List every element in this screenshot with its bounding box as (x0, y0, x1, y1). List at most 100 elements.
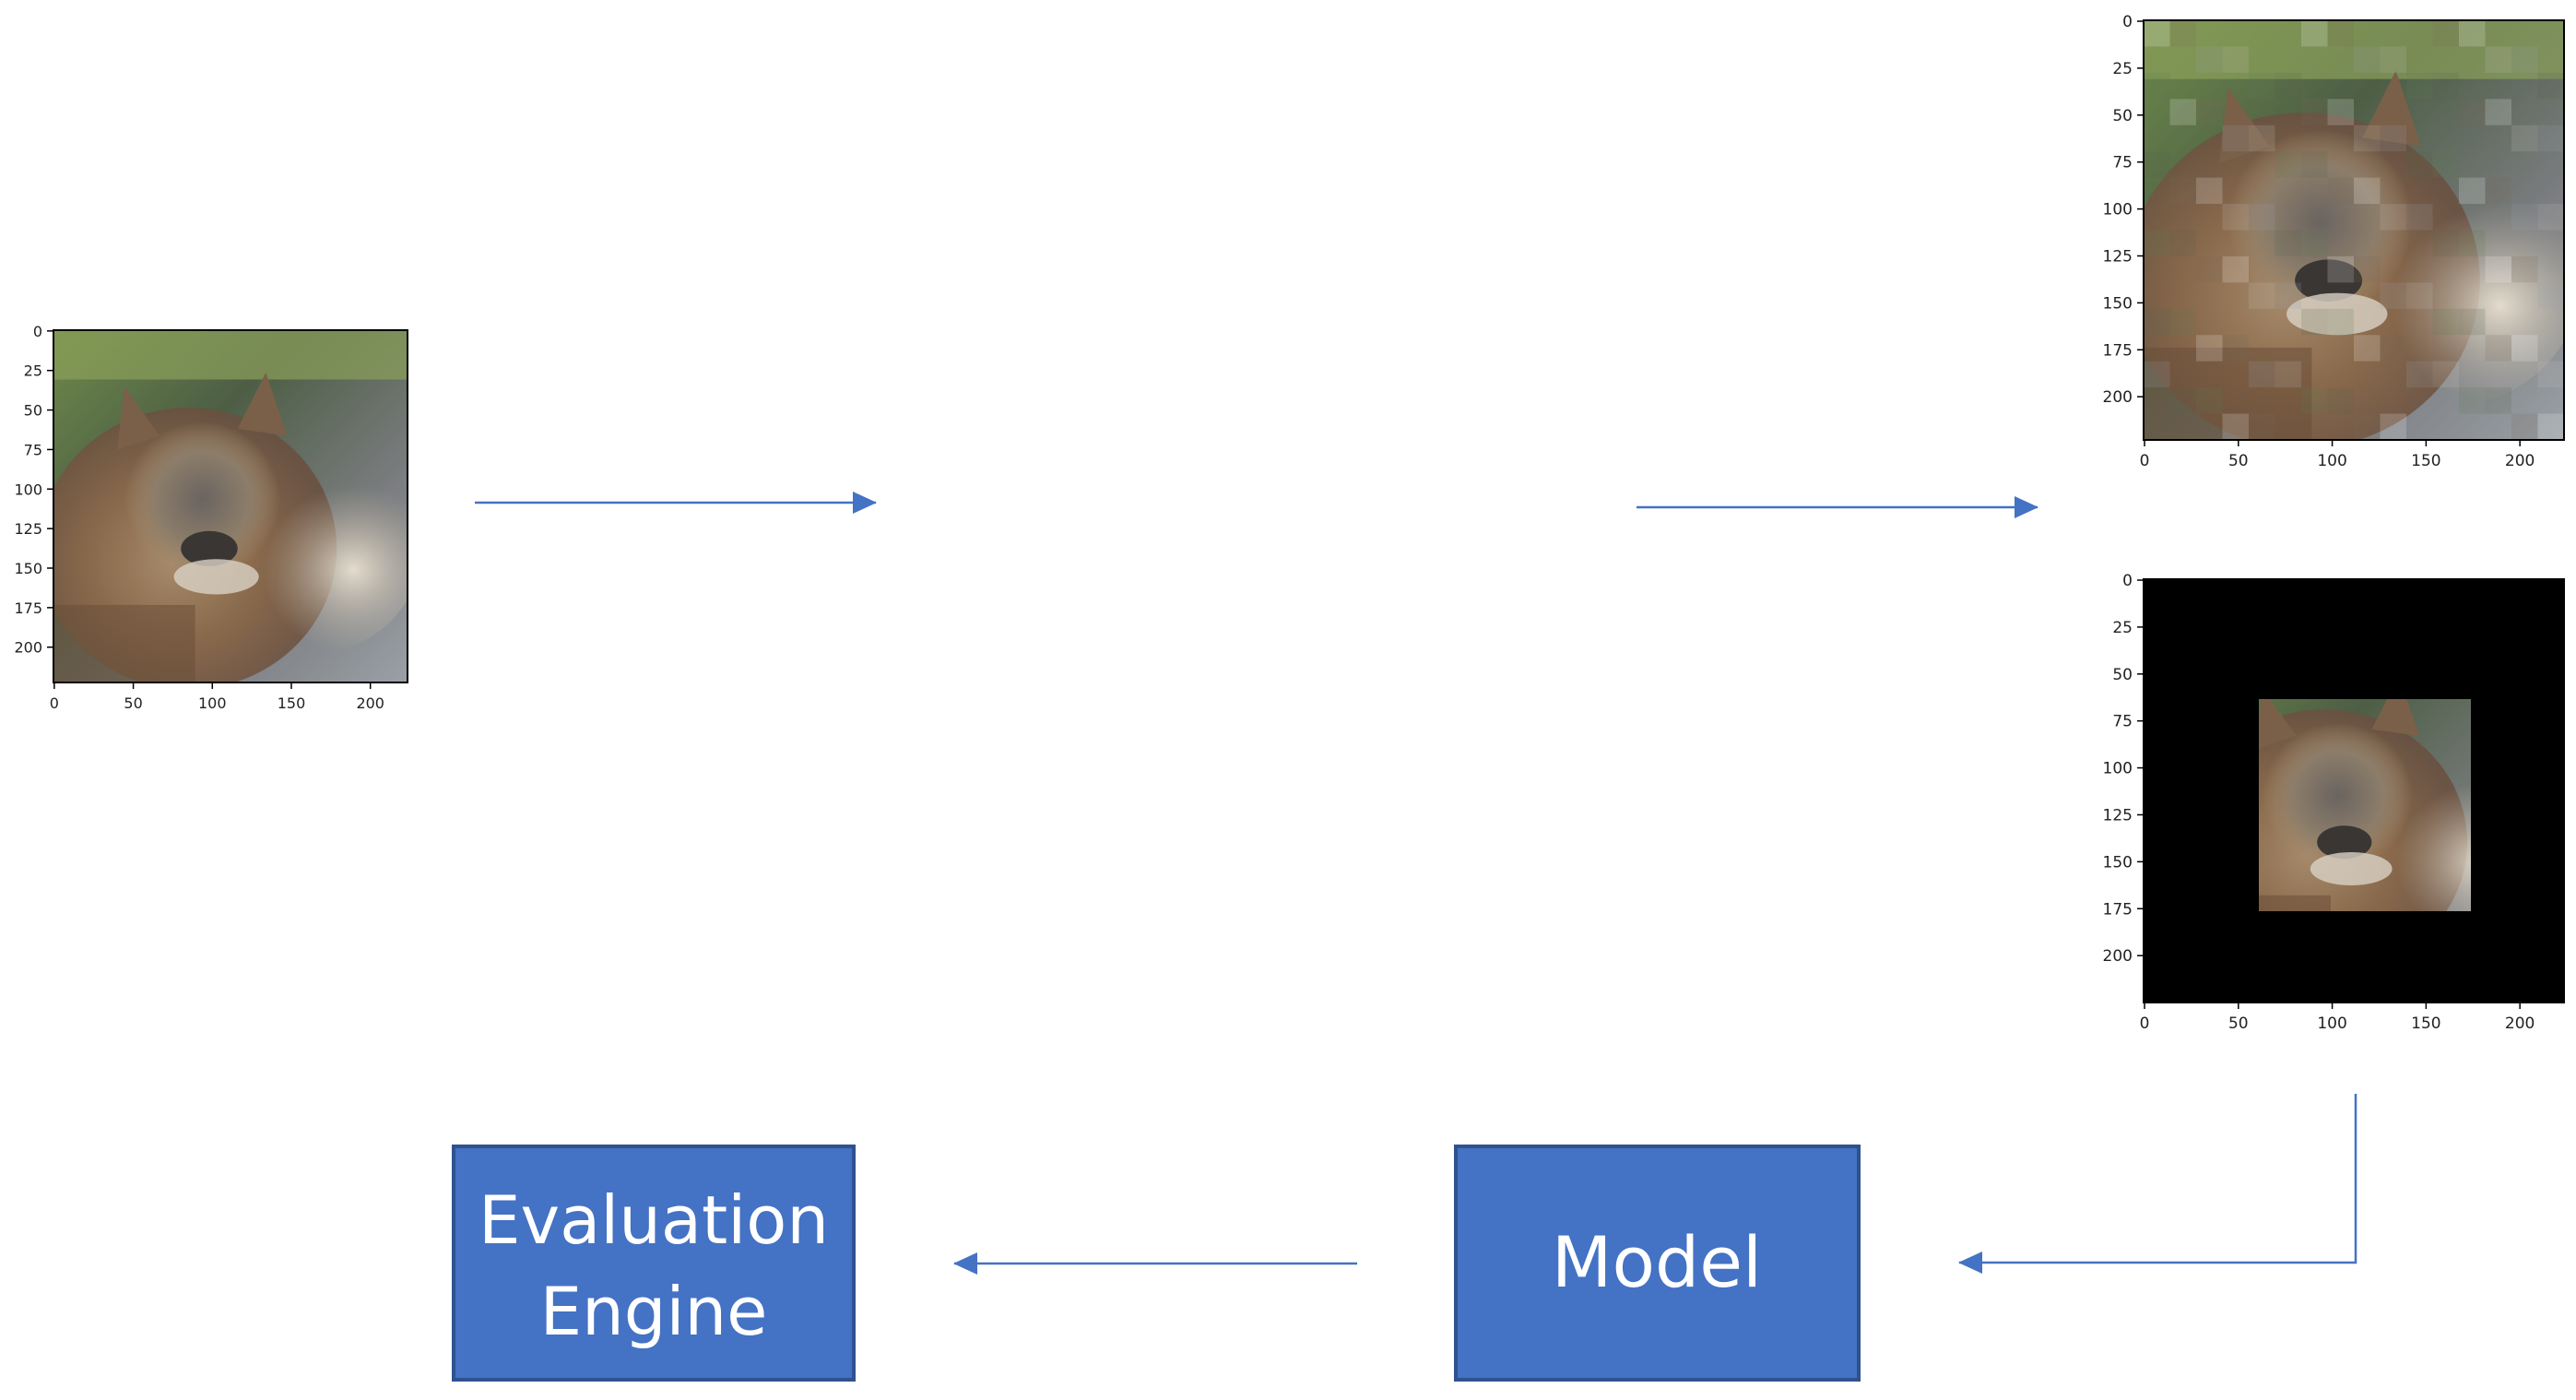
x-tick-label: 150 (2411, 1014, 2440, 1033)
shuffled-patch (2354, 46, 2381, 73)
shuffled-patch (2432, 230, 2459, 256)
patch-tile (1199, 658, 1244, 703)
shuffled-patch (2249, 282, 2275, 309)
y-tick-label: 0 (2122, 572, 2133, 590)
y-tick-label: 25 (24, 362, 42, 380)
y-tick-label: 75 (2112, 154, 2133, 172)
shuffled-patch (2327, 387, 2354, 414)
patch-tile (1442, 403, 1486, 446)
patch-tile (1280, 556, 1324, 600)
patch-tile (1361, 658, 1405, 703)
patch-tile (1522, 658, 1566, 703)
shuffled-patch (2301, 151, 2328, 178)
shuffled-patch (2222, 204, 2249, 231)
patch-tile (1442, 608, 1486, 651)
patch-tile (1280, 505, 1324, 549)
patch-tile (1522, 351, 1566, 396)
patch-tile (1522, 301, 1566, 344)
shuffled-patch (2144, 72, 2170, 100)
evaluation-engine-box: Evaluation Engine (452, 1145, 856, 1382)
x-tick-label: 200 (356, 694, 384, 712)
patch-tile (1442, 505, 1486, 549)
patch-tile (1037, 454, 1081, 498)
shuffled-patch (2537, 282, 2564, 309)
shuffled-patch (2485, 99, 2511, 125)
shuffled-patch (2301, 20, 2328, 47)
shuffled-patch (2459, 230, 2486, 256)
shuffled-patch (2380, 46, 2406, 73)
patch-tile (1118, 556, 1163, 600)
y-tick-label: 125 (2103, 247, 2133, 266)
patch-tile (1118, 658, 1163, 703)
shuffled-patch (2432, 72, 2459, 100)
patch-tile (1118, 505, 1163, 549)
shuffled-patch (2380, 282, 2406, 309)
y-tick-label: 200 (14, 639, 42, 657)
patch-tile (1442, 301, 1486, 344)
shuffled-patch (2169, 387, 2196, 414)
y-tick-label: 50 (2112, 666, 2133, 684)
shuffled-patch (2406, 361, 2433, 388)
x-tick-label: 150 (278, 694, 306, 712)
patch-tile (1037, 608, 1081, 651)
shuffled-patch (2406, 151, 2433, 178)
shuffled-patch (2354, 125, 2381, 152)
patch-tile (1199, 505, 1244, 549)
shuffled-patch (2301, 308, 2328, 336)
x-tick-label: 50 (2228, 452, 2249, 470)
patch-seams-overlay (2144, 20, 2564, 440)
arrow-masked-to-model (1958, 1094, 2357, 1274)
patch-tile (957, 351, 1000, 396)
y-tick-label: 150 (2103, 853, 2133, 872)
shuffled-patch (2222, 255, 2249, 283)
x-tick-label: 100 (2317, 452, 2346, 470)
shuffled-patch (2169, 230, 2196, 256)
shuffled-patch (2354, 335, 2381, 362)
patch-tile (1037, 351, 1081, 396)
shuffled-patch (2301, 99, 2328, 125)
shuffled-patch (2196, 46, 2223, 73)
shuffled-patch (2485, 255, 2511, 283)
shuffled-patch (2196, 335, 2223, 362)
patch-tile (957, 403, 1000, 446)
shuffled-patch (2511, 413, 2538, 440)
shuffled-patch (2511, 46, 2538, 73)
shuffled-patch (2511, 125, 2538, 152)
patch-tile (1280, 351, 1324, 396)
patch-tile (1199, 301, 1244, 344)
shuffled-patch (2537, 72, 2564, 100)
y-tick-label: 100 (2103, 760, 2133, 778)
y-tick-label: 200 (2103, 947, 2133, 966)
shuffled-patch (2537, 125, 2564, 152)
patch-tile (1118, 608, 1163, 651)
shuffled-patch (2169, 177, 2196, 205)
patch-tile (1118, 403, 1163, 446)
shuffled-patch (2511, 335, 2538, 362)
patch-tile (1442, 454, 1486, 498)
y-tick-label: 100 (2103, 201, 2133, 219)
patch-tile (1037, 301, 1081, 344)
patch-tile (1361, 608, 1405, 651)
y-tick-label: 175 (14, 599, 42, 617)
shuffled-patch (2275, 282, 2301, 309)
shuffled-patch (2485, 46, 2511, 73)
shuffled-patch (2275, 361, 2301, 388)
y-tick-label: 150 (2103, 294, 2133, 313)
shuffled-patch (2459, 177, 2486, 205)
shuffled-patch (2380, 204, 2406, 231)
patch-tile (1037, 505, 1081, 549)
shuffled-patch (2249, 125, 2275, 152)
patch-tile (1361, 556, 1405, 600)
y-tick-label: 200 (2103, 388, 2133, 407)
patch-tile (1118, 301, 1163, 344)
patch-tile (1199, 351, 1244, 396)
patch-tile (1280, 454, 1324, 498)
patch-tile (1442, 556, 1486, 600)
shuffled-patch (2327, 20, 2354, 47)
